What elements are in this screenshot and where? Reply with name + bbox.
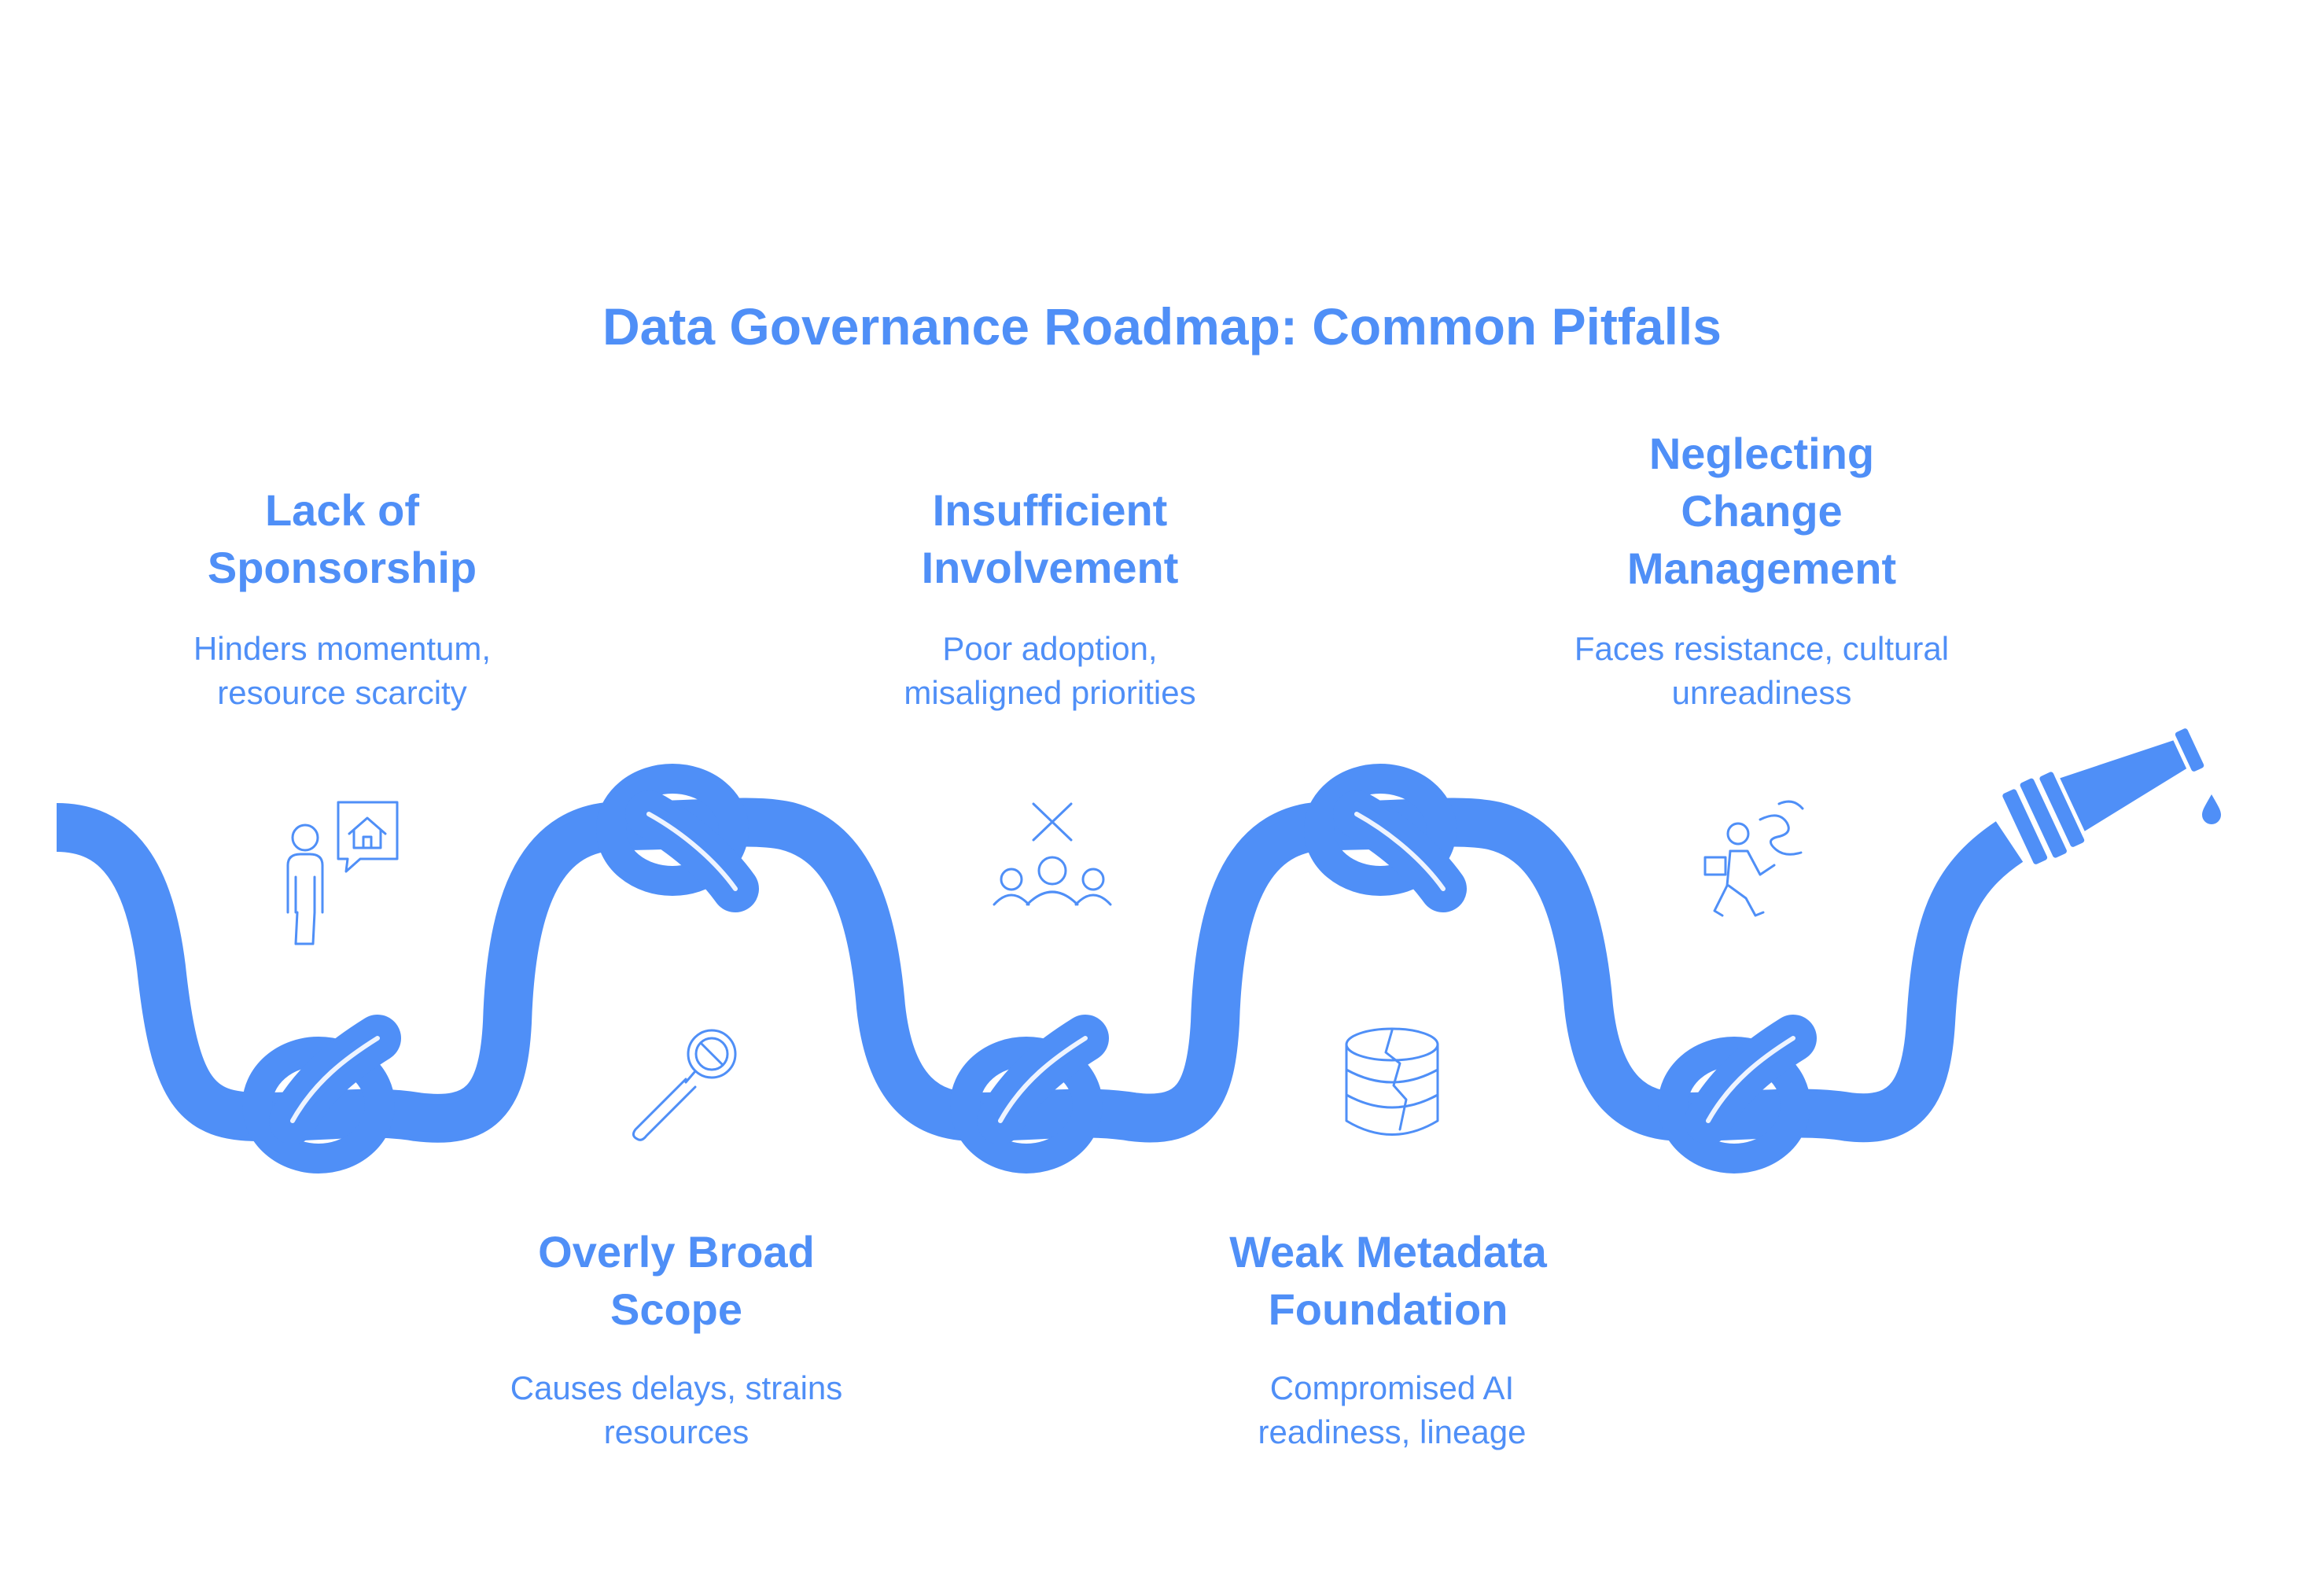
page-title: Data Governance Roadmap: Common Pitfalls: [602, 297, 1722, 356]
magnifier-blocked-icon: [632, 1029, 737, 1141]
broken-database-icon: [1345, 1027, 1439, 1136]
knot-bottom-1: [242, 1015, 401, 1173]
pitfall-heading-metadata: Weak Metadata Foundation: [1229, 1227, 1547, 1334]
pitfall-heading-sponsorship: Lack of Sponsorship: [207, 485, 477, 592]
hose-nozzle: [1998, 724, 2208, 868]
pitfall-description-involvement: Poor adoption, misaligned priorities: [904, 630, 1196, 711]
knot-bottom-2: [950, 1015, 1109, 1173]
pitfall-heading-change-management: Neglecting Change Management: [1626, 429, 1897, 593]
pitfall-heading-involvement: Insufficient Involvement: [921, 485, 1179, 592]
pitfall-description-sponsorship: Hinders momentum, resource scarcity: [193, 630, 492, 711]
pitfall-description-scope: Causes delays, strains resources: [510, 1369, 843, 1450]
pitfall-description-metadata: Compromised AI readiness, lineage: [1258, 1369, 1527, 1450]
pitfall-description-change-management: Faces resistance, cultural unreadiness: [1574, 630, 1950, 711]
person-running-away-icon: [1703, 800, 1804, 917]
water-drop-icon: [2202, 794, 2221, 824]
sponsor-presenting-icon: [286, 801, 399, 945]
pitfall-heading-scope: Overly Broad Scope: [538, 1227, 815, 1334]
knot-top-1: [596, 764, 759, 912]
knot-bottom-3: [1658, 1015, 1817, 1173]
knot-top-2: [1304, 764, 1467, 912]
group-excluded-icon: [993, 802, 1112, 906]
